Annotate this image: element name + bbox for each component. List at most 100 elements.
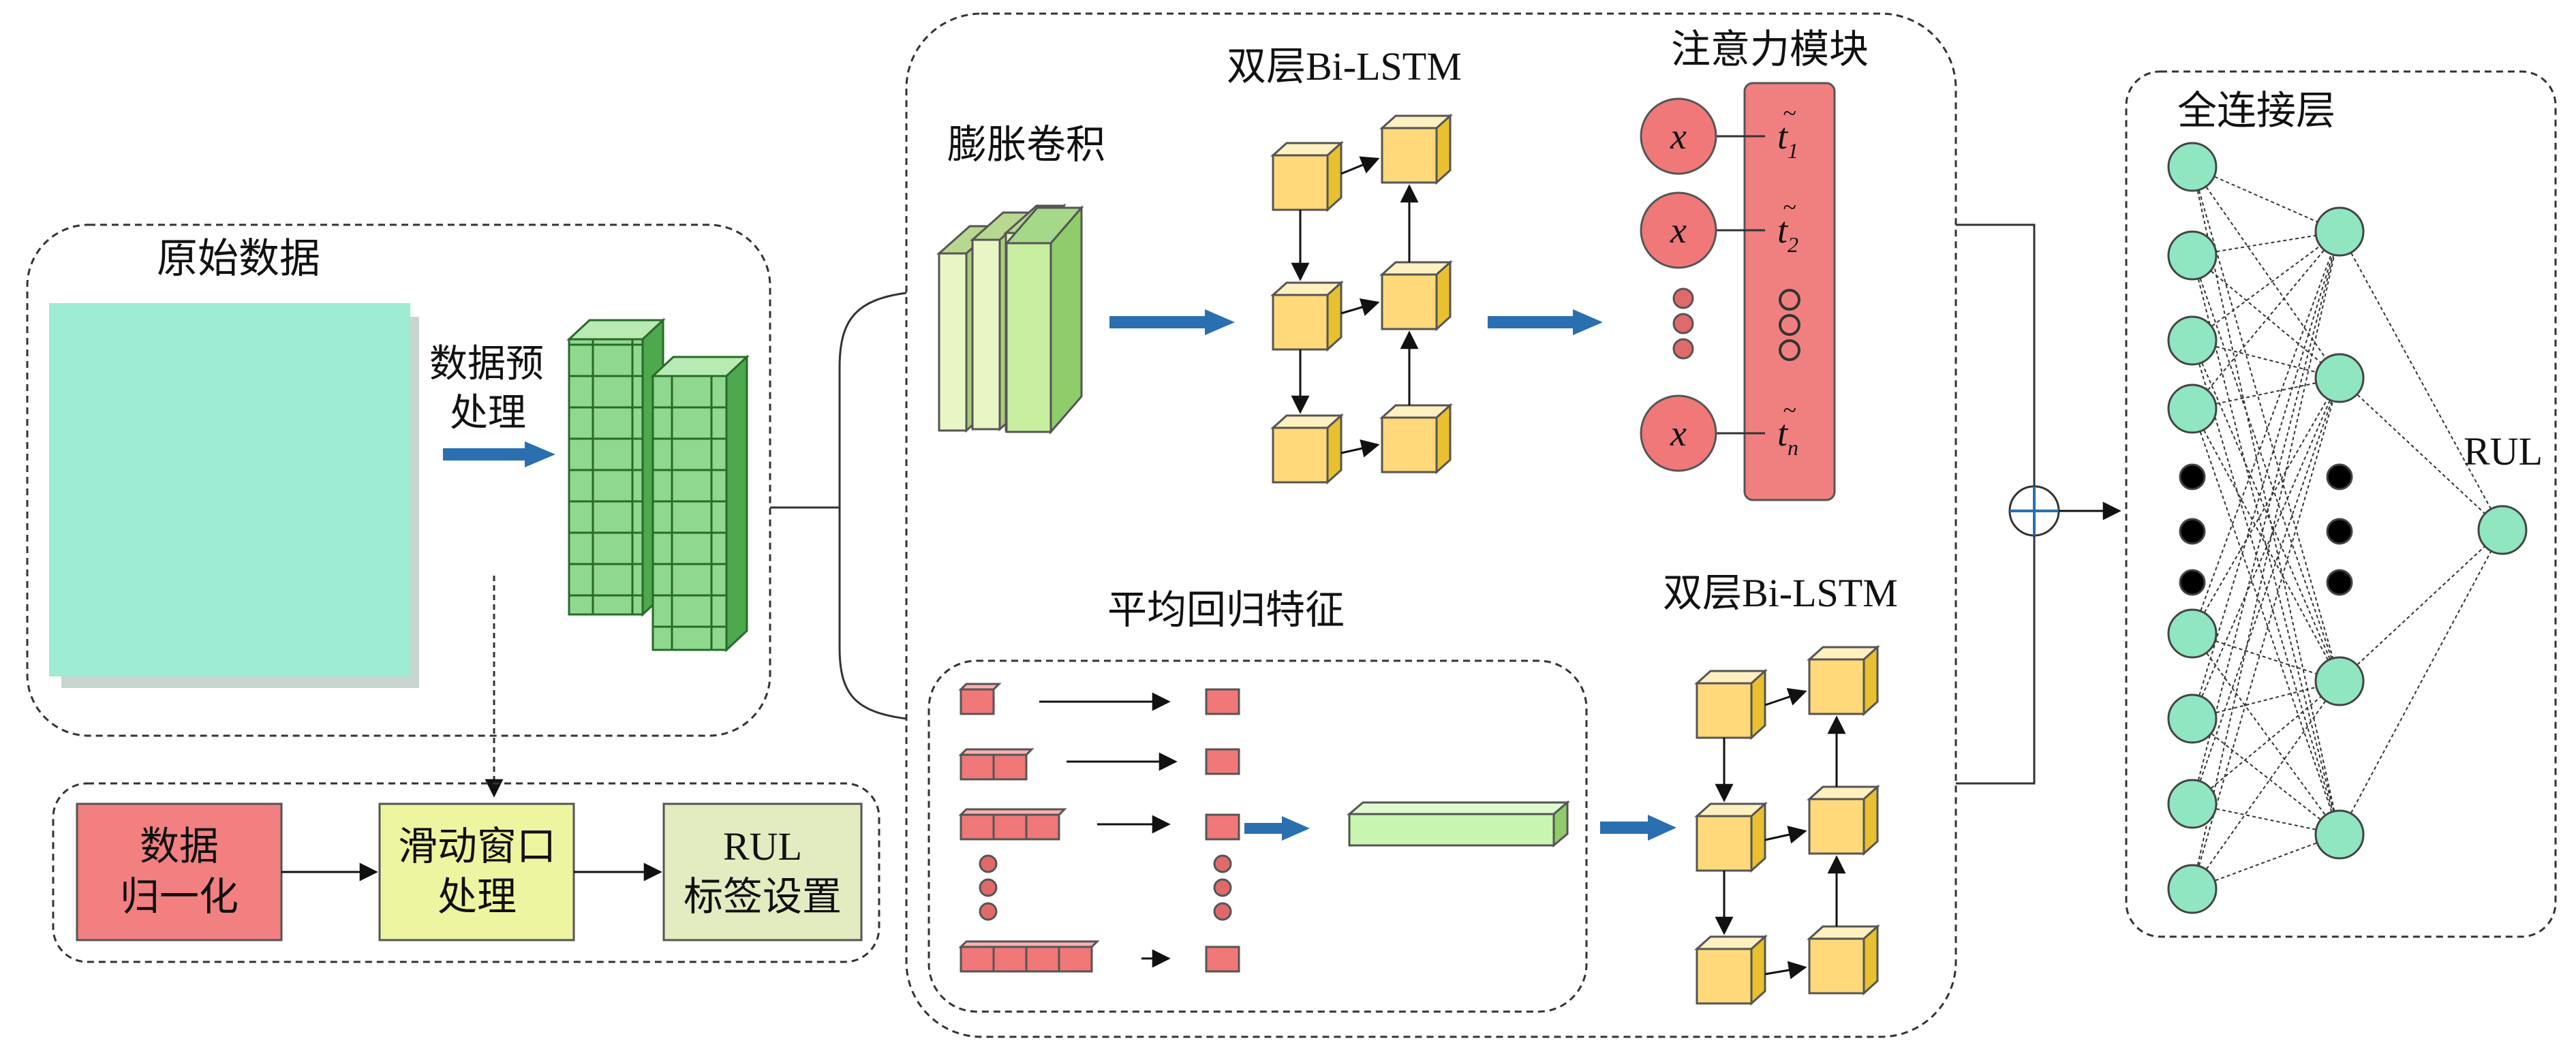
conv-to-bilstm-arrow [1109, 309, 1235, 335]
avg-regression-title: 平均回归特征 [1107, 587, 1345, 633]
fc-ellipsis-dot [2179, 518, 2206, 545]
feature-row [958, 748, 1034, 781]
fc-connection [2192, 231, 2340, 719]
concat-icon [2008, 485, 2060, 537]
fc-connection [2192, 255, 2340, 835]
raw-data-panel [26, 223, 771, 737]
green-cube-stack-1 [566, 317, 666, 617]
fc-connection [2192, 231, 2340, 890]
fc-input-node [2167, 864, 2218, 914]
multiply-symbol: x [1670, 413, 1687, 454]
attention-row-2: x t2 ~ [1640, 191, 1798, 269]
tilde-mark: ~ [1783, 99, 1796, 127]
fc-connection [2192, 377, 2340, 719]
fc-connection [2192, 408, 2340, 682]
avg-regression-panel [927, 659, 1588, 1013]
tilde-mark: ~ [1783, 396, 1796, 424]
fc-connection [2192, 408, 2340, 835]
bilstm-bottom-cube [1807, 924, 1880, 996]
bilstm-top-cubes [1270, 113, 1453, 485]
bilstm-top-cube [1270, 140, 1344, 213]
feature-row [958, 808, 1067, 841]
fc-connection [2339, 529, 2503, 682]
sliding-window-box [378, 802, 575, 941]
fc-input-node [2167, 693, 2218, 744]
fc-connection [2192, 377, 2340, 634]
bilstm-bottom-title: 双层Bi-LSTM [1663, 571, 1898, 615]
attention-weight-subscript: 2 [1788, 232, 1798, 257]
green-cube-stack-2 [650, 354, 750, 653]
fc-connection [2339, 377, 2503, 531]
branch-brace [770, 292, 907, 720]
normalize-label-line1: 数据 [140, 823, 219, 869]
fc-output-node [2477, 505, 2528, 555]
avg-ellipsis-left [979, 854, 998, 921]
attention-title: 注意力模块 [1671, 26, 1869, 72]
fc-nodes [2167, 142, 2528, 914]
fc-ellipsis-dot [2326, 518, 2353, 545]
attention-weight: tn [1777, 413, 1798, 460]
fc-connection [2192, 231, 2340, 409]
fc-input-node [2167, 142, 2218, 192]
fc-connection [2192, 340, 2340, 379]
fc-hidden-node [2314, 656, 2365, 706]
attention-row-1: x t1 ~ [1640, 97, 1798, 175]
rul-label-line2: 标签设置 [684, 873, 842, 920]
fc-input-node [2167, 230, 2218, 281]
sliding-label-line2: 处理 [438, 873, 517, 920]
fc-connections [2192, 166, 2503, 890]
fc-connection [2192, 340, 2340, 835]
rul-label-line1: RUL [723, 824, 802, 869]
attention-weight: t1 [1777, 116, 1798, 163]
fc-connection [2192, 633, 2340, 682]
fc-connection [2192, 166, 2340, 232]
fc-connection [2192, 803, 2340, 835]
fc-hidden-node [2314, 206, 2365, 257]
bilstm-bottom-cube [1694, 668, 1768, 740]
multiply-symbol: x [1670, 116, 1687, 157]
fc-hidden-node [2314, 353, 2365, 403]
multiply-node [1640, 394, 1717, 472]
bilstm-to-attention-arrow [1488, 309, 1603, 335]
attention-weight-subscript: 1 [1788, 138, 1798, 163]
bilstm-top-cube [1270, 413, 1344, 485]
normalize-label-line2: 归一化 [120, 873, 239, 920]
bilstm-top-cube [1270, 280, 1344, 352]
attention-row-n: x tn ~ [1640, 394, 1798, 472]
bilstm-bottom-cube [1807, 784, 1880, 856]
multiply-node [1640, 97, 1717, 175]
fully-connected-title: 全连接层 [2177, 87, 2335, 134]
bilstm-top-arrows [1291, 156, 1419, 458]
attention-ellipsis-right [1779, 289, 1800, 361]
fc-ellipsis-dot [2326, 463, 2353, 490]
fc-connection [2192, 231, 2340, 634]
fc-input-node [2167, 384, 2218, 434]
normalize-box [76, 802, 283, 941]
dilated-conv-title: 膨胀卷积 [947, 121, 1105, 168]
fc-connection [2192, 231, 2340, 805]
attention-ellipsis-left [1672, 287, 1694, 360]
bilstm-top-title: 双层Bi-LSTM [1227, 44, 1462, 89]
attention-weight-subscript: n [1788, 435, 1798, 460]
fc-ellipsis-dot [2179, 463, 2206, 490]
preprocess-label-line1: 数据预 [429, 342, 544, 386]
avg-output-cells [1205, 688, 1240, 973]
fully-connected-panel [2125, 70, 2557, 938]
bilstm-bottom-arrows [1715, 688, 1846, 980]
multiply-symbol: x [1670, 210, 1687, 251]
feature-vector-bar [1346, 800, 1571, 848]
fc-connection [2192, 681, 2340, 805]
feature-row [958, 940, 1100, 973]
raw-data-block [49, 303, 419, 688]
fc-connection [2192, 834, 2340, 890]
avg-feature-rows [958, 683, 1240, 973]
fc-connection [2192, 255, 2340, 379]
rul-output-label: RUL [2464, 429, 2543, 473]
fc-connection [2339, 231, 2503, 531]
fc-connection [2192, 377, 2340, 409]
fc-input-node [2167, 315, 2218, 366]
attention-weight: t2 [1777, 210, 1798, 257]
fc-input-node [2167, 779, 2218, 829]
bilstm-bottom-cube [1694, 801, 1768, 873]
